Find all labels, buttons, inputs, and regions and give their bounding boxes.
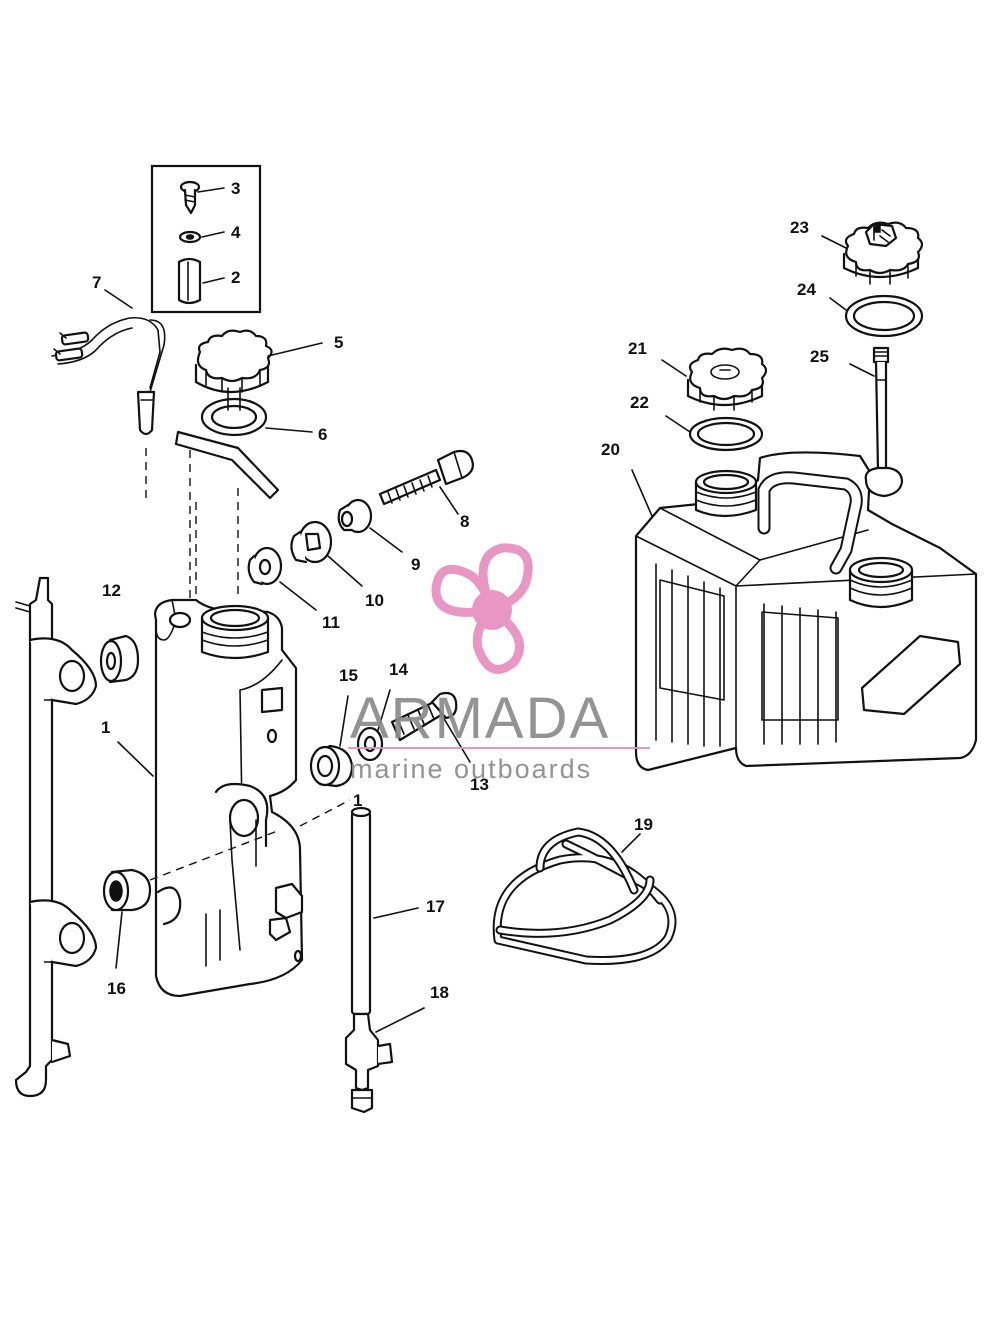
callout-13: 13 <box>470 775 489 794</box>
callout-24: 24 <box>797 280 816 299</box>
propeller-logo <box>431 543 533 674</box>
washer-part-4 <box>178 230 202 244</box>
shutoff-valve-part-18 <box>344 1007 425 1114</box>
bushing-part-9 <box>337 498 403 553</box>
callout-3: 3 <box>231 179 240 198</box>
callout-12: 12 <box>102 581 121 600</box>
inset-box <box>150 164 262 314</box>
callout-19: 19 <box>634 815 653 834</box>
callout-4: 4 <box>231 223 241 242</box>
fitting-part-13 <box>390 691 471 763</box>
callout-25: 25 <box>810 347 829 366</box>
filler-cap-part-5 <box>194 329 323 393</box>
callout-17: 17 <box>426 897 445 916</box>
gasket-part-24 <box>829 294 924 338</box>
grommet-part-12 <box>99 634 140 684</box>
callout-10: 10 <box>365 591 384 610</box>
armada-watermark: ARMADA marine outboards <box>348 543 650 784</box>
callout-6: 6 <box>318 425 327 444</box>
callout-23: 23 <box>790 218 809 237</box>
grommet-part-11 <box>247 546 317 611</box>
fuel-gauge-harness-part-7 <box>51 289 166 436</box>
callout-16: 16 <box>107 979 126 998</box>
grommet-part-15 <box>309 695 354 788</box>
gasket-part-22 <box>665 415 764 452</box>
callout-22: 22 <box>630 393 649 412</box>
grommet-part-10 <box>290 520 363 587</box>
callout-20: 20 <box>601 440 620 459</box>
tank-mounting-bracket <box>14 576 98 1098</box>
fuel-gauge-cap-part-23 <box>821 221 924 285</box>
callout-15: 15 <box>339 666 358 685</box>
callout-labels: 1 1 2 3 4 5 6 7 8 9 10 11 12 13 14 15 16… <box>92 179 829 1002</box>
clip-part-2 <box>177 257 202 305</box>
tank-filler-cap-part-21 <box>661 347 768 411</box>
callout-8: 8 <box>460 512 469 531</box>
fuel-tank-part-1 <box>117 448 304 998</box>
callout-11: 11 <box>322 613 340 632</box>
callout-14: 14 <box>389 660 408 679</box>
grommet-part-16 <box>102 829 281 969</box>
portable-fuel-tank-part-20 <box>631 451 978 772</box>
callout-9: 9 <box>411 555 420 574</box>
callout-2: 2 <box>231 268 240 287</box>
screw-part-8 <box>378 449 474 515</box>
callout-18: 18 <box>430 983 449 1002</box>
callout-7: 7 <box>92 273 101 292</box>
fuel-gauge-sender-part-25 <box>849 346 904 498</box>
screw-part-3 <box>179 180 201 215</box>
watermark-brand: ARMADA <box>350 686 610 751</box>
callout-5: 5 <box>334 333 343 352</box>
callout-1: 1 <box>101 718 110 737</box>
callout-1-second: 1 <box>353 791 362 810</box>
cap-tether-part-6 <box>174 387 313 500</box>
fuel-pickup-tube-part-17 <box>299 799 419 1016</box>
watermark-tagline: marine outboards <box>350 754 592 784</box>
callout-21: 21 <box>628 339 647 358</box>
fuel-hose-part-19 <box>492 827 677 965</box>
